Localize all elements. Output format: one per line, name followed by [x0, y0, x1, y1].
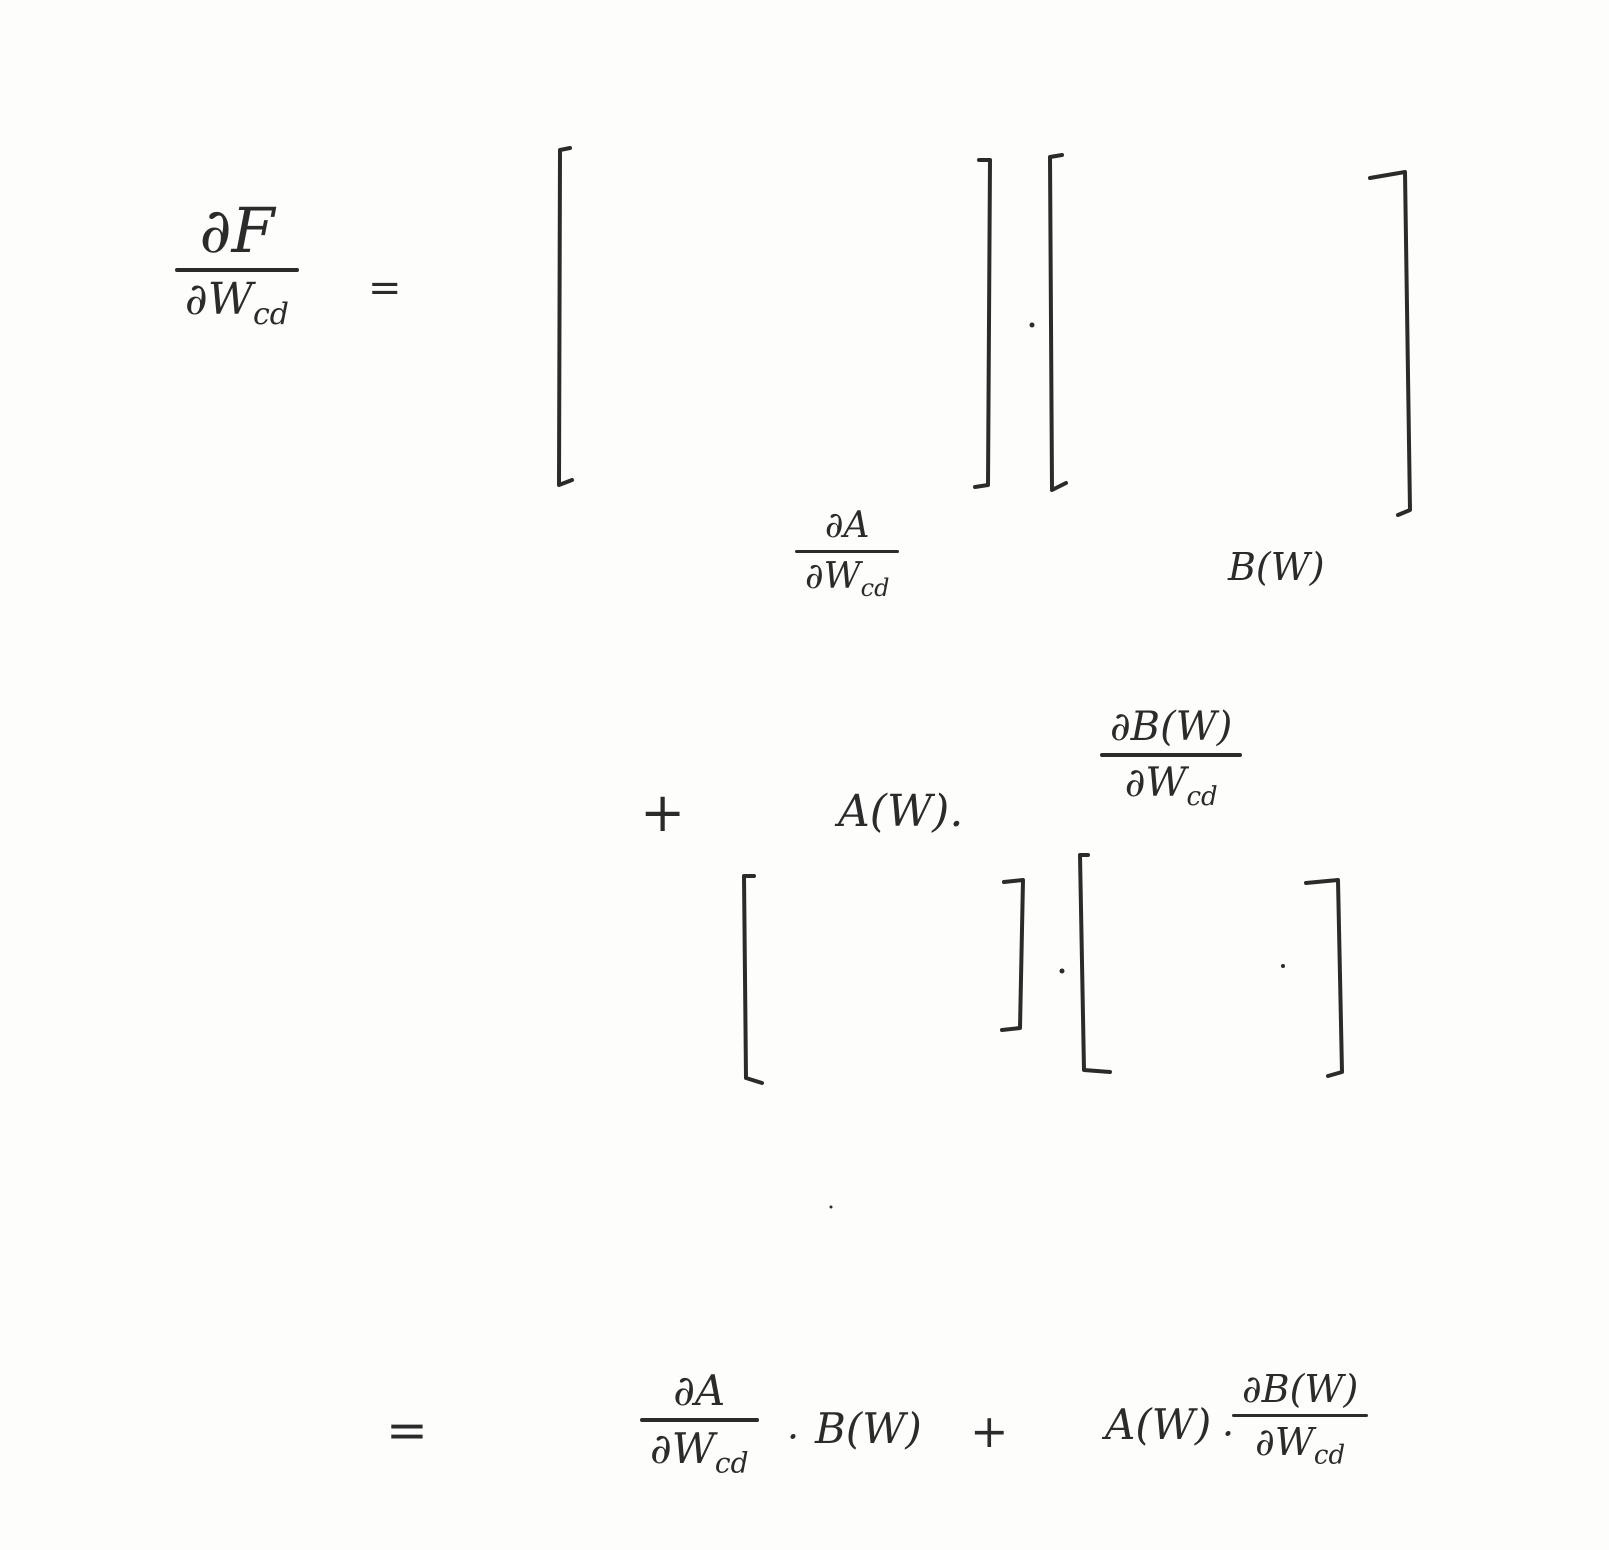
dot-operator-2 [1059, 968, 1065, 974]
result-A-of-W: A(W) [1105, 1400, 1212, 1449]
plus-sign-row2: + [640, 781, 686, 844]
lhs-fraction: ∂F ∂Wcd [175, 200, 299, 330]
result-B-of-W: B(W) [815, 1404, 922, 1453]
matrix-3-left-bracket [742, 874, 764, 1085]
lhs-denominator: ∂Wcd [185, 274, 289, 332]
result-fraction-dA-dWcd: ∂A ∂Wcd [640, 1370, 759, 1477]
result-equals-sign: = [386, 1401, 428, 1459]
matrix-3-right-bracket [1000, 878, 1025, 1032]
label-B-of-W: B(W) [1228, 545, 1325, 589]
matrix-1-right-bracket [973, 158, 992, 489]
result-dot-2: · [1222, 1412, 1235, 1456]
matrix-2-left-bracket [1048, 153, 1068, 492]
result-dot-1: · [787, 1415, 800, 1459]
fraction-dB-dWcd-row2: ∂B(W) ∂Wcd [1100, 707, 1243, 810]
lhs-equals-sign: = [368, 265, 402, 311]
lhs-numerator: ∂F [199, 194, 275, 267]
stray-dot-2 [829, 1205, 833, 1209]
matrix-4-left-bracket [1078, 853, 1112, 1074]
stray-dot [1281, 964, 1285, 968]
label-dA-dWcd: ∂A ∂Wcd [795, 508, 900, 600]
matrix-2-right-bracket [1368, 170, 1412, 517]
A-of-W-row2: A(W). [838, 786, 964, 837]
dot-operator-1 [1029, 322, 1035, 328]
lhs-fraction-bar [175, 268, 299, 272]
matrix-4-right-bracket [1304, 878, 1344, 1078]
result-fraction-dB-dWcd: ∂B(W) ∂Wcd [1232, 1370, 1369, 1469]
matrix-1-left-bracket [557, 146, 574, 487]
result-plus-sign: + [970, 1404, 1009, 1458]
